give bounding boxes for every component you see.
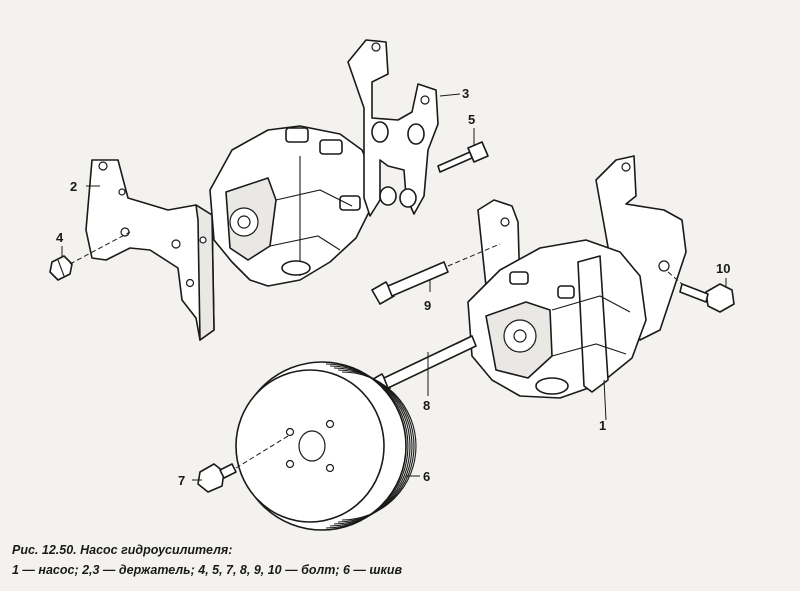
pulley-6 <box>235 361 417 531</box>
leader-lines <box>61 93 727 481</box>
callout-7: 7 <box>178 473 185 488</box>
callout-labels: 1 2 3 4 5 6 7 8 9 10 <box>56 86 730 488</box>
callout-1: 1 <box>599 418 606 433</box>
callout-4: 4 <box>56 230 64 245</box>
bolt-5 <box>437 141 489 173</box>
pump-assembled-view <box>467 155 687 399</box>
figure-caption: Рис. 12.50. Насос гидроусилителя: 1 — на… <box>12 540 792 580</box>
bolt-7 <box>197 435 289 493</box>
callout-10: 10 <box>716 261 730 276</box>
callout-8: 8 <box>423 398 430 413</box>
pump-upper-view <box>209 125 373 287</box>
caption-title: Рис. 12.50. Насос гидроусилителя: <box>12 543 233 557</box>
callout-3: 3 <box>462 86 469 101</box>
bracket-2 <box>85 159 215 341</box>
caption-legend: 1 — насос; 2,3 — держатель; 4, 5, 7, 8, … <box>12 563 403 577</box>
bolt-4 <box>49 231 131 281</box>
callout-6: 6 <box>423 469 430 484</box>
bracket-3 <box>347 39 439 217</box>
bolt-10 <box>667 271 735 313</box>
callout-2: 2 <box>70 179 77 194</box>
callout-5: 5 <box>468 112 475 127</box>
callout-9: 9 <box>424 298 431 313</box>
bolt-9 <box>371 243 501 305</box>
